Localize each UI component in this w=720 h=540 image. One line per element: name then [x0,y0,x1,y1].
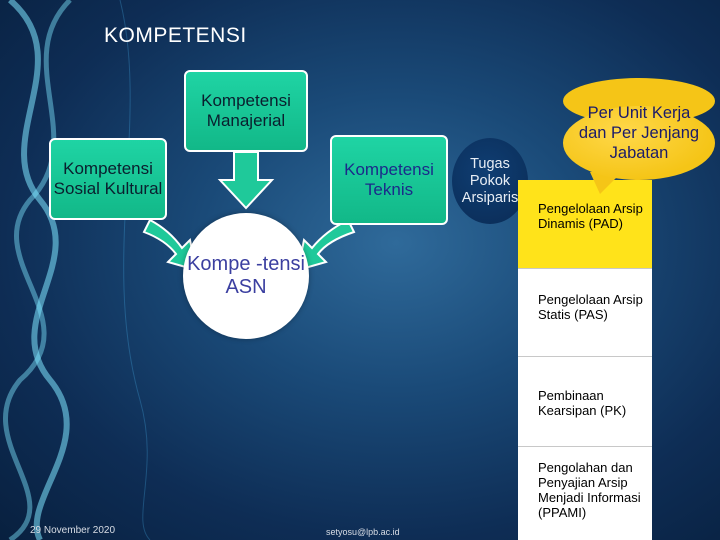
list-item-pk: Pembinaan Kearsipan (PK) [518,356,652,446]
kompetensi-manajerial-box: Kompetensi Manajerial [184,70,308,152]
list-item-pas: Pengelolaan Arsip Statis (PAS) [518,268,652,356]
kompetensi-sosial-kultural-box: Kompetensi Sosial Kultural [49,138,167,220]
list-divider [518,356,652,357]
footer-date: 29 November 2020 [30,525,116,536]
callout-bubble: Per Unit Kerja dan Per Jenjang Jabatan [563,104,715,180]
list-divider [518,446,652,447]
list-divider [518,268,652,269]
footer-email: setyosu@lpb.ac.id [326,527,400,537]
callout-text: Per Unit Kerja dan Per Jenjang Jabatan [578,104,700,162]
kompetensi-asn-circle: Kompe -tensi ASN [183,213,309,339]
tugas-pokok-arsiparis-oval: Tugas Pokok Arsiparis [452,138,528,224]
list-item-pad: Pengelolaan Arsip Dinamis (PAD) [518,180,652,268]
slide-title: KOMPETENSI [104,24,247,47]
list-item-ppami: Pengolahan dan Penyajian Arsip Menjadi I… [518,446,652,540]
kompetensi-teknis-box: Kompetensi Teknis [330,135,448,225]
